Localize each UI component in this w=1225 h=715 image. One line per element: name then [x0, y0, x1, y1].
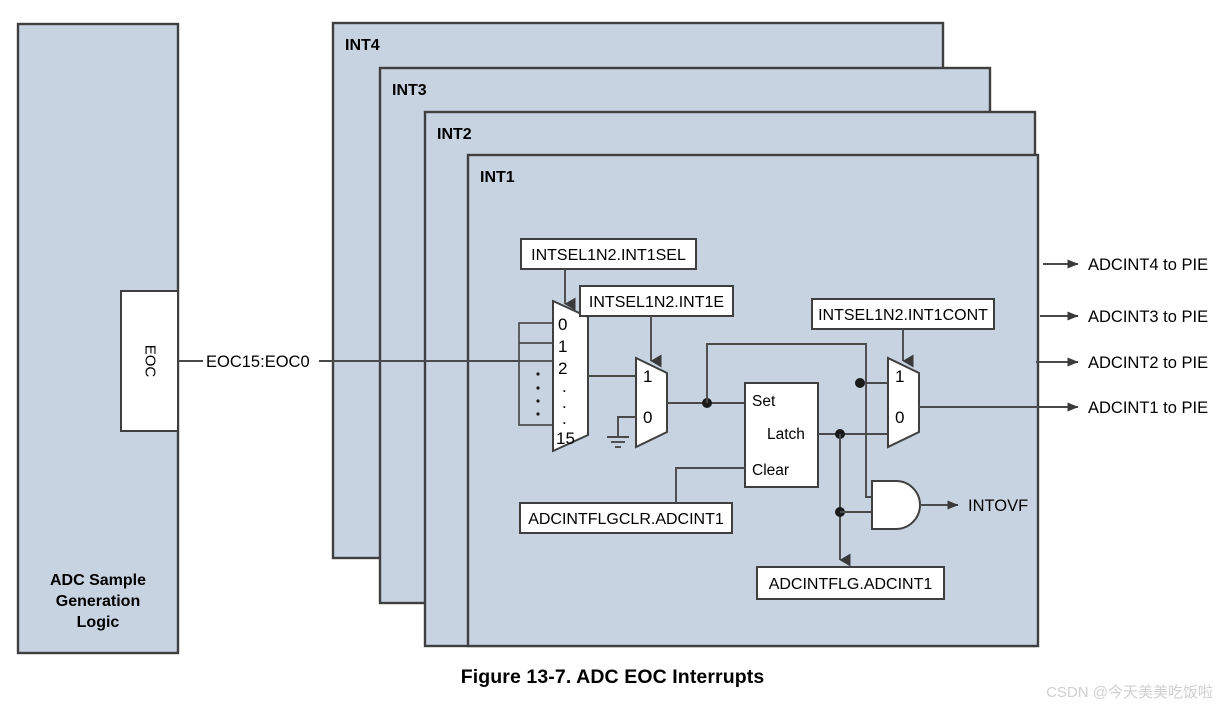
and-gate-body: [871, 480, 921, 530]
mux16-input-label-d3: .: [562, 409, 567, 428]
mux16-bracket-dot-3: [536, 399, 540, 403]
set-latch-clear-block: [744, 382, 819, 488]
mux16-input-label-0: 0: [558, 315, 567, 334]
mux-enable-label-1: 1: [643, 367, 652, 386]
watermark-text: CSDN @今天美美吃饭啦: [1046, 684, 1213, 701]
register-box-intflg: [756, 566, 945, 600]
mux16-input-label-1: 1: [558, 337, 567, 356]
eoc-bus-label: EOC15:EOC0: [206, 353, 310, 371]
latch-clear-label: Clear: [752, 462, 789, 479]
mux-cont-label-1: 1: [895, 367, 904, 386]
mux-enable-label-0: 0: [643, 408, 652, 427]
register-box-int1sel: [520, 238, 697, 270]
register-label-intflgclr: ADCINTFLGCLR.ADCINT1: [528, 511, 724, 528]
mux16-input-label-d2: .: [562, 393, 567, 412]
register-box-int1e: [579, 285, 734, 317]
eoc-box: [120, 290, 179, 432]
panel-label-int3: INT3: [392, 82, 427, 99]
ground-wire: [617, 416, 636, 437]
mux16-bracket-dot-4: [536, 412, 540, 416]
output-label-adcint2: ADCINT2 to PIE: [1088, 354, 1208, 372]
panel-label-int2: INT2: [437, 126, 472, 143]
register-label-intflg: ADCINTFLG.ADCINT1: [769, 576, 933, 593]
output-label-adcint1: ADCINT1 to PIE: [1088, 399, 1208, 417]
register-box-int1cont: [811, 298, 995, 330]
adc-block-title-line1: ADC Sample: [50, 572, 146, 589]
adc-block-title-line3: Logic: [77, 614, 120, 631]
mux16-input-label-2: 2: [558, 359, 567, 378]
mux16-body: [552, 299, 589, 453]
mux-cont-label-0: 0: [895, 408, 904, 427]
mux16-bracket-dot-2: [536, 386, 540, 390]
latch-latch-label: Latch: [767, 426, 805, 443]
output-label-adcint3: ADCINT3 to PIE: [1088, 308, 1208, 326]
register-box-intflgclr: [519, 502, 733, 534]
panel-label-int1: INT1: [480, 169, 515, 186]
intovf-label: INTOVF: [968, 497, 1028, 515]
mux-cont-body: [887, 356, 920, 449]
eoc-box-label: EOC: [142, 345, 159, 378]
mux16-bracket-dot-1: [536, 372, 540, 376]
register-label-int1e: INTSEL1N2.INT1E: [589, 294, 724, 311]
junction-mux-cont-input1: [855, 378, 865, 388]
clear-input-wire: [675, 467, 745, 503]
register-label-int1sel: INTSEL1N2.INT1SEL: [531, 247, 686, 264]
figure-caption: Figure 13-7. ADC EOC Interrupts: [460, 666, 765, 688]
mux16-input-label-15: 15: [556, 429, 575, 448]
mux16-input-label-d1: .: [562, 377, 567, 396]
register-label-int1cont: INTSEL1N2.INT1CONT: [818, 307, 988, 324]
output-label-adcint4: ADCINT4 to PIE: [1088, 256, 1208, 274]
adc-block-title-line2: Generation: [56, 593, 140, 610]
enable-branch-to-and-gate: [706, 343, 872, 498]
latch-set-label: Set: [752, 393, 776, 410]
panel-label-int4: INT4: [345, 37, 380, 54]
